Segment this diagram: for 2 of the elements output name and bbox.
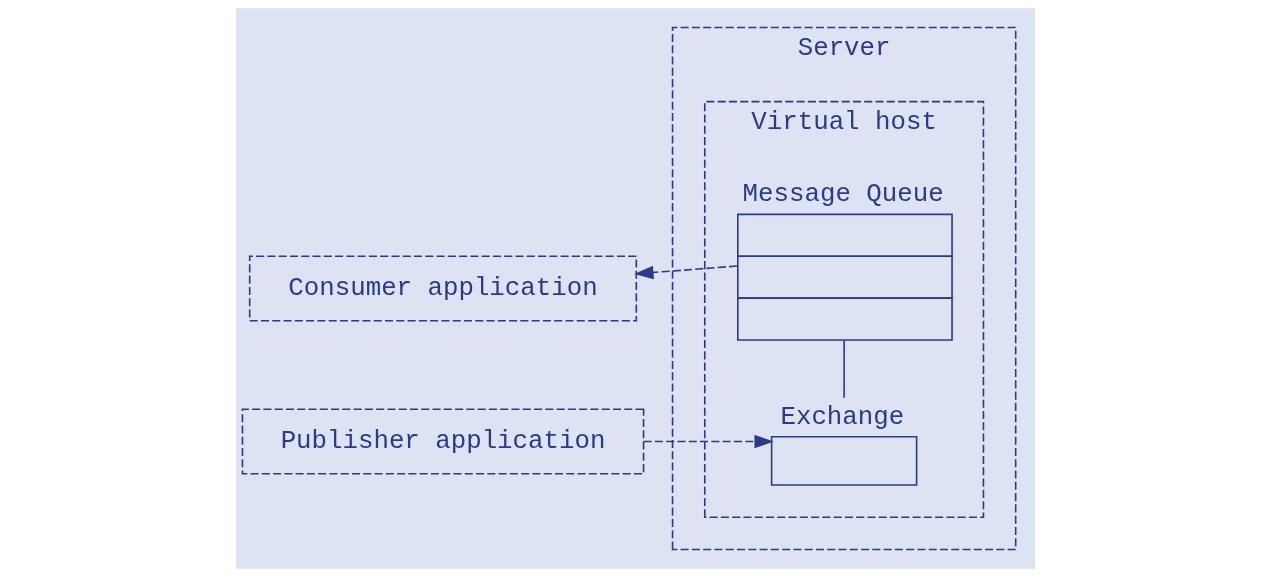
node-label: Message Queue [742, 180, 944, 210]
node-label: Exchange [779, 402, 904, 432]
